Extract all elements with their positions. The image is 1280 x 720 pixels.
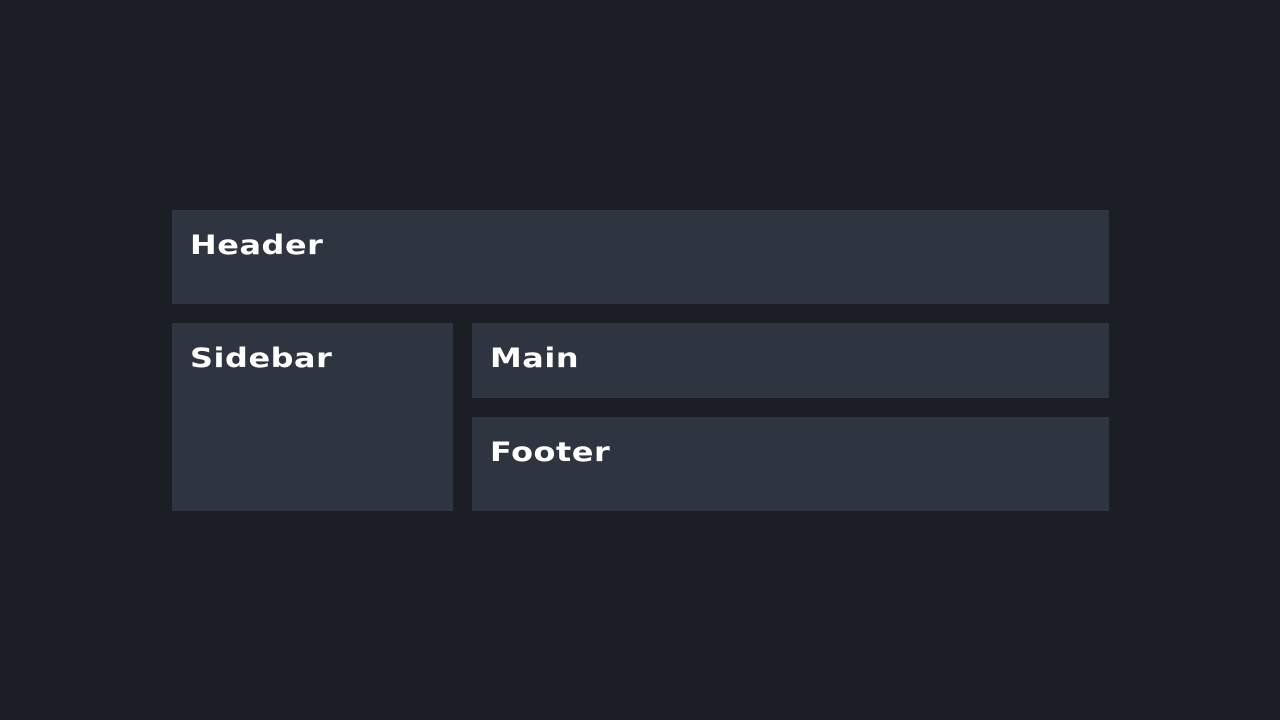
footer-label: Footer <box>490 437 611 468</box>
header-region: Header <box>172 210 1109 304</box>
main-region: Main <box>472 323 1109 398</box>
sidebar-label: Sidebar <box>190 343 333 374</box>
main-label: Main <box>490 343 580 374</box>
sidebar-region: Sidebar <box>172 323 453 511</box>
footer-region: Footer <box>472 417 1109 511</box>
header-label: Header <box>190 230 324 261</box>
layout-grid: Header Sidebar Main Footer <box>172 210 1109 511</box>
